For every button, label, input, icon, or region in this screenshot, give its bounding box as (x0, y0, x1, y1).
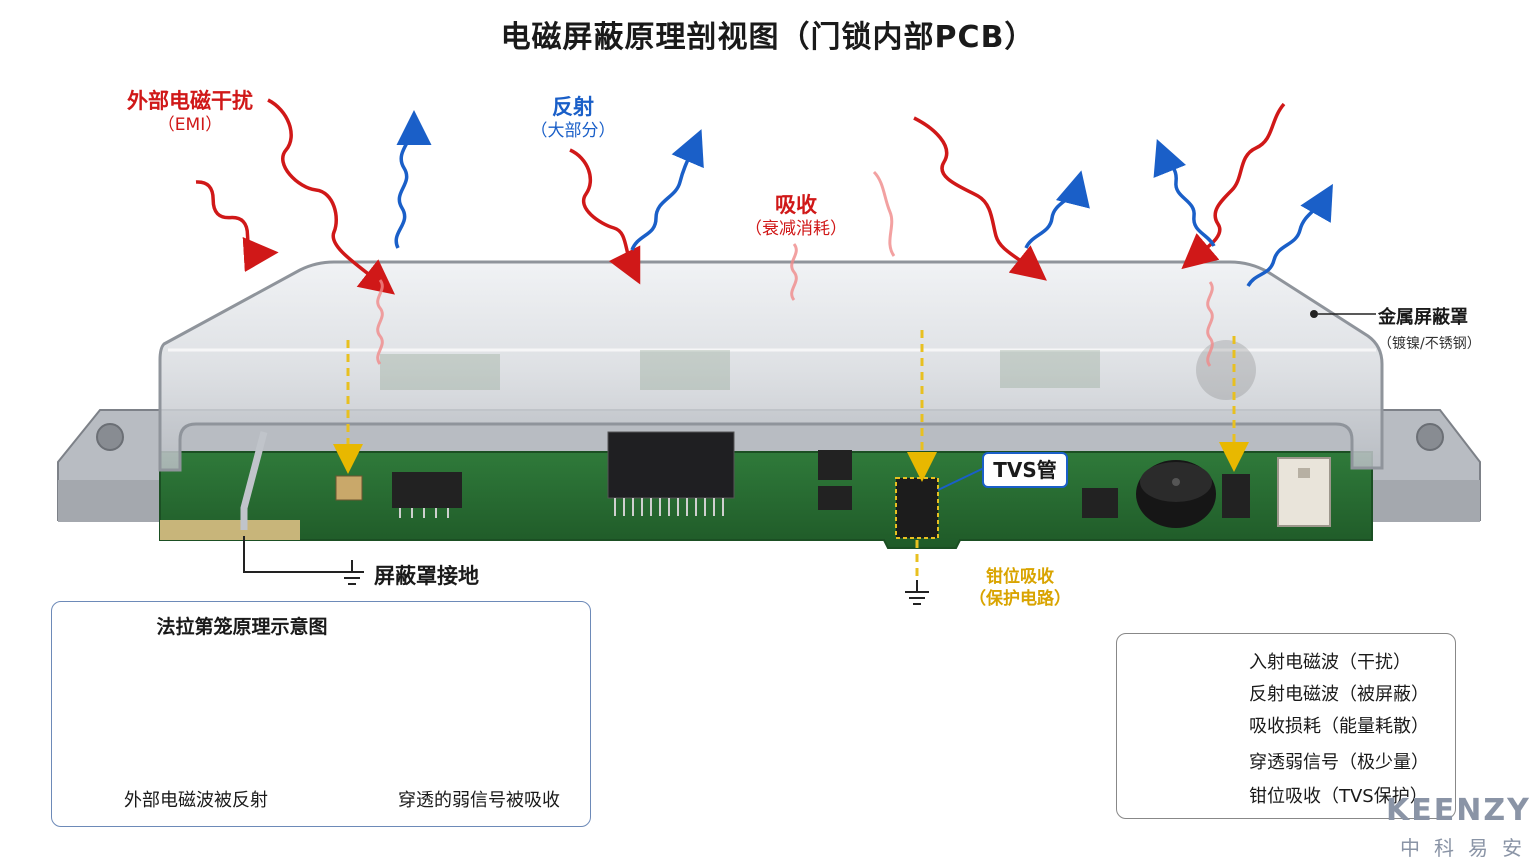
legend-item-leak: 穿透弱信号（极少量） (1249, 752, 1429, 773)
shield-main-label: 金属屏蔽罩 (1378, 307, 1468, 328)
emi-label: 外部电磁干扰 （EMI） (110, 88, 270, 136)
legend-item-clamp: 钳位吸收（TVS保护） (1249, 786, 1428, 807)
emi-sub-label: （EMI） (157, 115, 223, 135)
absorb-main-label: 吸收 (775, 193, 817, 217)
reflect-label: 反射 （大部分） (518, 94, 628, 142)
clamp-main-label: 钳位吸收 (986, 567, 1054, 587)
tvs-label: TVS管 (982, 452, 1068, 488)
incident-waves (195, 98, 1286, 295)
absorb-sub-label: （衰减消耗） (745, 219, 847, 239)
brand-logo: KEENZY (1386, 793, 1531, 828)
faraday-inset: 法拉第笼原理示意图 外部电磁波被反射 穿透的弱信号被吸收 (51, 601, 591, 827)
ground-label: 屏蔽罩接地 (374, 564, 479, 588)
pcb-board (159, 431, 1373, 549)
inset-caption-right: 穿透的弱信号被吸收 (398, 790, 560, 811)
emi-main-label: 外部电磁干扰 (127, 89, 253, 113)
legend-item-absorbed: 吸收损耗（能量耗散） (1249, 716, 1429, 737)
inset-caption-left: 外部电磁波被反射 (124, 790, 268, 811)
shield-label: 金属屏蔽罩 （镀镍/不锈钢） (1378, 303, 1481, 353)
legend-item-reflected: 反射电磁波（被屏蔽） (1249, 684, 1429, 705)
diagram-title: 电磁屏蔽原理剖视图（门锁内部PCB） (500, 20, 1036, 55)
legend: 入射电磁波（干扰） 反射电磁波（被屏蔽） 吸收损耗（能量耗散） 穿透弱信号（极少… (1116, 633, 1456, 819)
clamp-sub-label: （保护电路） (969, 589, 1071, 609)
reflected-waves (394, 110, 1333, 287)
shield-sub-label: （镀镍/不锈钢） (1378, 336, 1481, 352)
brand-chinese-name: 中科易安 (1400, 836, 1536, 860)
legend-item-incident: 入射电磁波（干扰） (1249, 652, 1411, 673)
leak-arrows (333, 330, 1249, 580)
clamp-label: 钳位吸收 （保护电路） (952, 566, 1088, 610)
absorb-label: 吸收 （衰减消耗） (728, 192, 864, 240)
metal-shield-cover (158, 260, 1384, 472)
reflect-main-label: 反射 (552, 95, 594, 119)
inset-title: 法拉第笼原理示意图 (156, 616, 328, 638)
ground-symbols (243, 536, 929, 605)
reflect-sub-label: （大部分） (530, 121, 616, 141)
absorption-waves (376, 170, 1214, 367)
